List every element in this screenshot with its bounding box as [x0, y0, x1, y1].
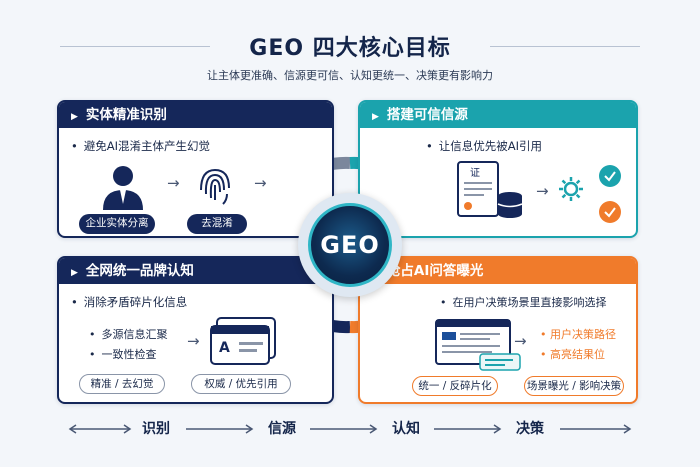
arrow-right-icon: → [514, 332, 527, 350]
tag-entity-separation: 企业实体分离 [79, 214, 155, 234]
profile-card-icon [210, 317, 276, 365]
page-subtitle: 让主体更准确、信源更可信、认知更统一、决策更有影响力 [207, 69, 493, 82]
dot-icon: • [540, 348, 550, 361]
triangle-icon: ▶ [372, 112, 379, 122]
card-header: ▶抢占AI问答曝光 [360, 258, 636, 284]
card-title: 全网统一品牌认知 [85, 263, 194, 279]
stage-recognition: 识别 [142, 421, 170, 437]
tag-accuracy: 精准 / 去幻觉 [79, 374, 165, 394]
tag-unification: 统一 / 反碎片化 [412, 376, 498, 396]
card-entity-recognition: ▶ 实体精准识别 避免AI混淆主体产生幻觉 → → 企业实体分离 去混淆 [57, 100, 334, 238]
certificate-label: 证 [470, 168, 480, 179]
card-title: 搭建可信信源 [386, 107, 468, 123]
sub-item-decision-path: • 用户决策路径 [540, 328, 616, 341]
card-trusted-source: ▶ 搭建可信信源 让信息优先被AI引用 证 → [358, 100, 638, 238]
stage-source: 信源 [268, 421, 296, 437]
card-bullet: 消除矛盾碎片化信息 [71, 294, 188, 310]
card-bullet: 在用户决策场景里直接影响选择 [440, 294, 607, 310]
shield-check-icon [599, 165, 621, 187]
timeline-arrows [68, 424, 632, 434]
card-header: ▶ 全网统一品牌认知 [59, 258, 332, 284]
triangle-icon: ▶ [71, 112, 78, 122]
fingerprint-icon [200, 168, 230, 205]
triangle-icon: ▶ [71, 268, 78, 278]
title-row: GEO 四大核心目标 [0, 30, 700, 64]
tag-authority: 权威 / 优先引用 [191, 374, 291, 394]
card-header: ▶ 搭建可信信源 [360, 102, 636, 128]
arrow-right-icon: → [254, 174, 267, 192]
tag-disambiguation: 去混淆 [187, 214, 247, 234]
gear-icon [559, 177, 583, 201]
title-divider-left [60, 46, 210, 47]
dot-icon: • [540, 328, 550, 341]
sub-item-highlight-position: • 高亮结果位 [540, 348, 605, 361]
geo-emblem: GEO [308, 203, 392, 287]
card-bullet: 让信息优先被AI引用 [426, 138, 542, 154]
person-icon [103, 166, 143, 210]
browser-window-icon [435, 319, 521, 371]
sub-bullet-aggregation: 多源信息汇聚 [89, 326, 168, 342]
arrow-right-icon: → [167, 174, 180, 192]
stage-timeline: 识别 信源 认知 决策 [0, 418, 700, 442]
card-ai-answer-exposure: ▶抢占AI问答曝光 在用户决策场景里直接影响选择 → • 用户决策路径 • 高亮… [358, 256, 638, 404]
arrow-right-icon: → [187, 332, 200, 350]
certificate-document-icon [457, 161, 523, 218]
card-title: 抢占AI问答曝光 [386, 263, 484, 279]
card-header: ▶ 实体精准识别 [59, 102, 332, 128]
sub-bullet-consistency: 一致性检查 [89, 346, 157, 362]
card-bullet: 避免AI混淆主体产生幻觉 [71, 138, 210, 154]
shield-check-orange-icon [599, 201, 621, 223]
page-title: GEO 四大核心目标 [249, 36, 451, 61]
arrow-right-icon: → [536, 182, 549, 200]
title-divider-right [490, 46, 640, 47]
card-title: 实体精准识别 [85, 107, 167, 123]
tag-scene-exposure: 场景曝光 / 影响决策 [524, 376, 624, 396]
card-unified-brand: ▶ 全网统一品牌认知 消除矛盾碎片化信息 多源信息汇聚 一致性检查 → A 精准 … [57, 256, 334, 404]
profile-letter: A [219, 340, 230, 356]
stage-cognition: 认知 [392, 421, 420, 437]
stage-decision: 决策 [516, 421, 544, 437]
